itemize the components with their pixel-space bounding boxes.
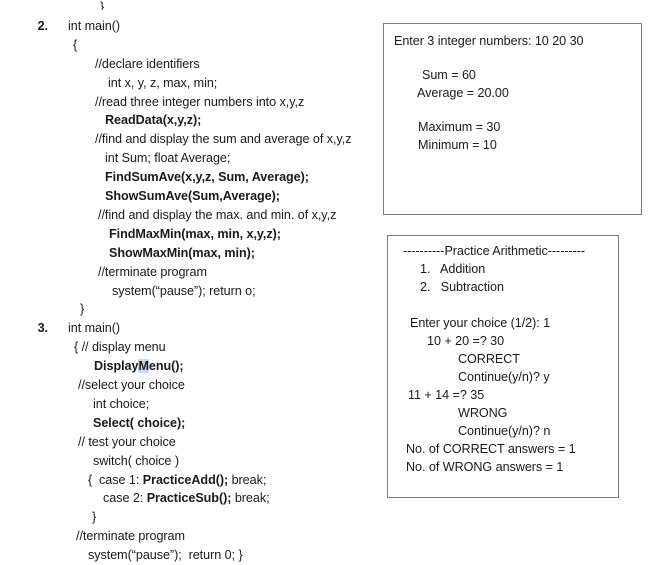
code-line: //terminate program [0,263,385,282]
code-line: 2. int main() [0,17,385,36]
code-line-text: FindMaxMin(max, min, x,y,z); [109,226,281,241]
code-listing: } 2. int main() { //declare identifiers int x… [0,0,385,562]
text-caret-highlight: M [138,359,149,374]
code-line-text: int main() [68,321,120,336]
code-line-text: int choice; [93,396,150,411]
code-line: //terminate program [0,527,385,546]
code-line: //find and display the sum and average o… [0,130,385,149]
code-line: } [0,0,385,10]
console-line: Enter your choice (1/2): 1 [410,316,551,330]
code-line: DisplayMenu(); [0,357,385,376]
code-line-text: int x, y, z, max, min; [108,75,218,90]
code-line: FindMaxMin(max, min, x,y,z); [0,225,385,244]
code-line: system(“pause”); return 0; } [0,546,385,565]
console-output-practice-arithmetic: ----------Practice Arithmetic--------- 1.… [387,235,619,498]
console-line: 10 + 20 =? 30 [427,334,505,348]
code-line-text: case 2: PracticeSub(); break; [103,491,270,506]
code-line: FindSumAve(x,y,z, Sum, Average); [0,168,385,187]
code-line-text: system(“pause”); return o; [112,283,256,298]
console-line: WRONG [458,406,508,420]
code-line-text: //select your choice [78,378,185,392]
code-line: Select( choice); [0,414,385,433]
code-line-text: //declare identifiers [95,56,200,71]
console-line: ----------Practice Arithmetic--------- [403,244,586,258]
code-line-text: { // display menu [74,340,166,355]
code-line: 3. int main() [0,319,385,338]
console-line: Minimum = 10 [418,138,497,152]
code-line: //find and display the max. and min. of … [0,206,385,225]
console-line: 1. Addition [420,262,486,276]
code-line-text: { [73,37,78,52]
code-line-text: //terminate program [76,529,185,544]
code-line-text: } [80,302,85,317]
code-line: int x, y, z, max, min; [0,74,385,93]
code-line-number: 2. [37,18,48,33]
code-line-text: ShowMaxMin(max, min); [109,245,255,260]
code-line-text: FindSumAve(x,y,z, Sum, Average); [105,170,309,185]
code-line: //select your choice [0,376,385,395]
code-line-text: switch( choice ) [93,453,179,468]
console-line: Continue(y/n)? n [458,424,551,438]
console-line: Continue(y/n)? y [458,370,550,384]
code-line: // test your choice [0,433,385,452]
console-line: Enter 3 integer numbers: 10 20 30 [394,34,584,48]
code-line-text: ShowSumAve(Sum,Average); [105,189,280,203]
code-line-text: // test your choice [78,434,176,449]
console-line: CORRECT [458,352,520,366]
code-line: int choice; [0,395,385,414]
code-line-text: //read three integer numbers into x,y,z [95,94,305,109]
code-line-text: //find and display the max. and min. of … [98,207,337,222]
console-line: No. of WRONG answers = 1 [406,460,564,474]
code-line-text: int main() [68,18,120,33]
code-line: ShowSumAve(Sum,Average); [0,187,385,206]
code-function-call: PracticeAdd(); [142,472,229,487]
code-line: //read three integer numbers into x,y,z [0,93,385,112]
code-line-text: int Sum; float Average; [105,151,231,166]
code-line: ShowMaxMin(max, min); [0,244,385,263]
code-line: { [0,36,385,55]
console-line: 11 + 14 =? 35 [408,388,485,402]
code-line: { // display menu [0,338,385,357]
code-line: { case 1: PracticeAdd(); break; [0,471,385,490]
code-line: ReadData(x,y,z); [0,111,385,130]
code-line-text: //find and display the sum and average o… [95,132,352,147]
code-line-text: Select( choice); [93,415,186,430]
code-line: } [0,300,385,319]
code-line-text: } [92,510,97,525]
code-line: switch( choice ) [0,452,385,471]
console-line: 2. Subtraction [420,280,504,294]
code-line-number: 3. [37,321,48,336]
console-line: Average = 20.00 [417,86,509,100]
code-line-text: system(“pause”); return 0; } [88,548,243,563]
code-line: case 2: PracticeSub(); break; [0,489,385,508]
console-line: No. of CORRECT answers = 1 [406,442,576,456]
code-line-text: } [100,0,105,10]
console-line: Sum = 60 [422,68,476,82]
code-line-text: //terminate program [98,264,207,279]
code-line: } [0,508,385,527]
console-output-sum-average: Enter 3 integer numbers: 10 20 30 Sum = 6… [383,23,642,215]
code-line-text: ReadData(x,y,z); [105,113,202,128]
code-line: //declare identifiers [0,55,385,74]
code-line: system(“pause”); return o; [0,282,385,301]
code-function-call: PracticeSub(); [146,491,232,506]
code-line: int Sum; float Average; [0,149,385,168]
code-line-text: { case 1: PracticeAdd(); break; [88,472,267,487]
code-line-text: DisplayMenu(); [94,359,184,374]
console-line: Maximum = 30 [418,120,501,134]
